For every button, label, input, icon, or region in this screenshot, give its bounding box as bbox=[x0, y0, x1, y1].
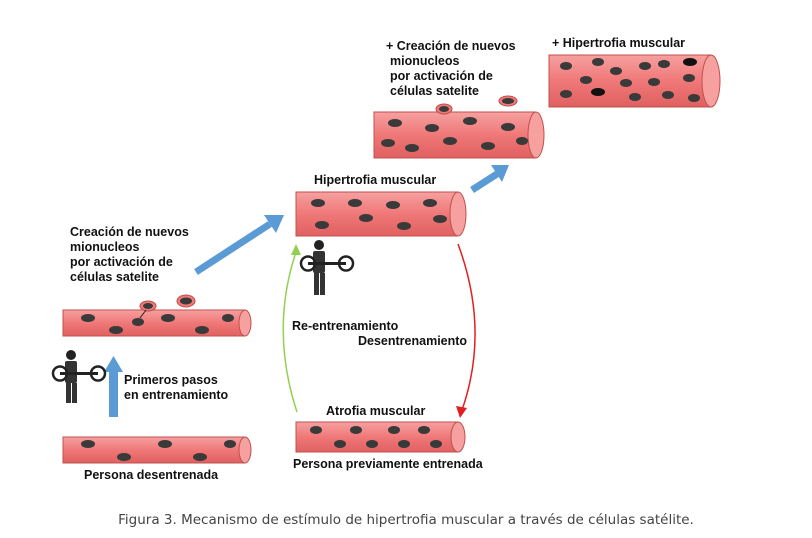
label-reentrenamiento: Re-entrenamiento bbox=[292, 319, 399, 333]
label-hypertrophy-top: + Hipertrofia muscular bbox=[552, 36, 685, 50]
label-primeros-pasos: Primeros pasos en entrenamiento bbox=[124, 373, 229, 402]
fiber-hypertrophy-top bbox=[548, 54, 721, 108]
fiber-untrained bbox=[62, 436, 252, 464]
fiber-atrophy bbox=[295, 421, 466, 453]
label-creation-top: + Creación de nuevos mionucleos por acti… bbox=[386, 39, 519, 98]
figure-caption: Figura 3. Mecanismo de estímulo de hiper… bbox=[118, 512, 694, 528]
arrow-retraining bbox=[282, 244, 301, 413]
label-atrofia: Atrofia muscular bbox=[326, 404, 425, 418]
label-desentrenamiento: Desentrenamiento bbox=[358, 334, 467, 348]
label-hypertrophy-mid: Hipertrofia muscular bbox=[314, 173, 436, 187]
fiber-first-training bbox=[62, 294, 252, 337]
arrow-to-creation-top bbox=[470, 165, 509, 193]
weightlifter-icon bbox=[51, 350, 107, 403]
weightlifter-icon bbox=[299, 240, 355, 295]
arrow-up-first-steps bbox=[104, 356, 123, 417]
fiber-creation-top bbox=[373, 95, 545, 159]
fiber-hypertrophy-mid bbox=[295, 191, 467, 237]
label-persona-previamente: Persona previamente entrenada bbox=[293, 457, 484, 471]
label-persona-desentrenada: Persona desentrenada bbox=[84, 468, 219, 482]
label-creation-left: Creación de nuevos mionucleos por activa… bbox=[70, 225, 192, 284]
arrow-detraining bbox=[456, 243, 476, 418]
arrow-to-hypertrophy-mid bbox=[194, 215, 284, 275]
